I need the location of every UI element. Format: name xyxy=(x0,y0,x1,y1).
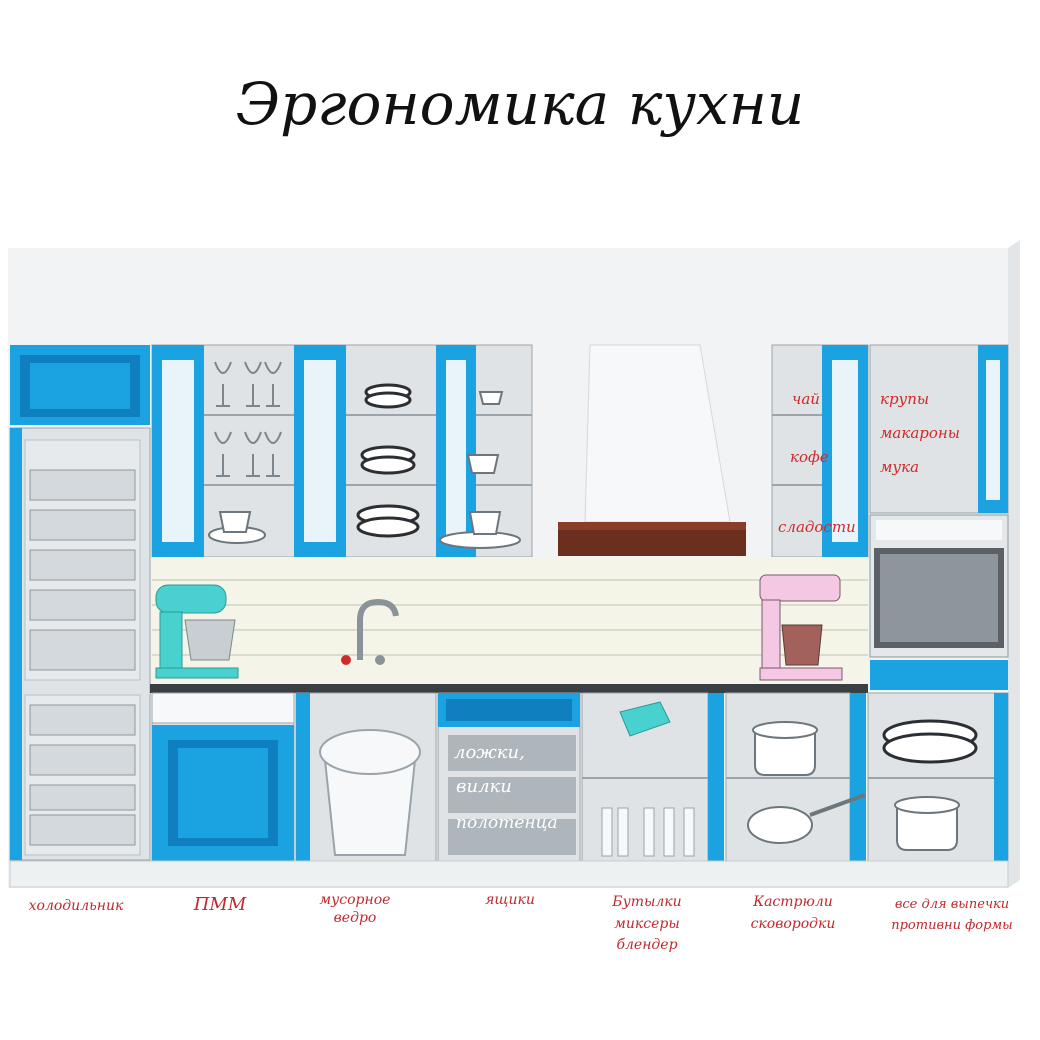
annotation-pasta: макароны xyxy=(880,424,960,442)
annotation-grains: крупы xyxy=(880,390,929,408)
drawer-label-forks: вилки xyxy=(456,776,512,797)
label-line: мусорное xyxy=(319,892,391,908)
plates xyxy=(356,383,420,538)
fridge xyxy=(9,345,151,861)
faucet xyxy=(357,598,399,660)
label-pots: Кастрюли сковородки xyxy=(730,892,856,935)
label-line: сковородки xyxy=(750,915,836,932)
label-line: холодильник xyxy=(28,898,124,914)
page-title: Эргономика кухни xyxy=(235,70,805,138)
stand-mixer xyxy=(155,584,239,679)
label-trash: мусорное ведро xyxy=(300,892,410,927)
label-baking: все для выпечки противни формы xyxy=(868,894,1036,937)
annotation-tea: чай xyxy=(792,390,820,408)
label-bottles: Бутылки миксеры блендер xyxy=(592,892,702,957)
upper-cabinets-left xyxy=(151,344,533,558)
label-line: миксеры xyxy=(614,915,680,932)
plinth xyxy=(9,860,1009,888)
cups xyxy=(208,391,521,549)
wine-glasses xyxy=(214,361,282,477)
trash-bin xyxy=(319,729,421,856)
range-hood xyxy=(558,344,746,556)
label-drawers: ящики xyxy=(460,892,560,910)
dishwasher xyxy=(151,692,295,862)
backsplash xyxy=(152,557,868,685)
pots-cabinet xyxy=(725,692,866,862)
drawer-label-spoons: ложки, xyxy=(454,742,525,763)
label-line: ПММ xyxy=(193,894,247,915)
upper-cabinets-right xyxy=(771,344,1009,690)
annotation-coffee: кофе xyxy=(790,448,829,466)
label-line: все для выпечки xyxy=(894,897,1010,912)
label-line: ведро xyxy=(333,909,377,926)
bottle-cabinet xyxy=(581,692,724,862)
coffee-maker xyxy=(759,574,843,681)
annotation-flour: мука xyxy=(880,458,919,476)
annotation-sweets: сладости xyxy=(778,518,856,536)
label-line: блендер xyxy=(616,937,678,954)
label-line: Бутылки xyxy=(612,894,682,910)
drawer-label-towels: полотенца xyxy=(456,813,558,833)
label-dishwasher: ПММ xyxy=(180,894,260,917)
drawer-cabinet xyxy=(437,692,581,862)
hand-mixer xyxy=(619,701,671,737)
label-fridge: холодильник xyxy=(6,898,146,916)
wall-shadow xyxy=(1008,240,1020,888)
countertop xyxy=(150,684,868,693)
label-line: Кастрюли xyxy=(753,894,833,910)
label-line: противни формы xyxy=(891,918,1013,934)
baking-cabinet xyxy=(867,692,1009,862)
label-line: ящики xyxy=(485,892,535,908)
